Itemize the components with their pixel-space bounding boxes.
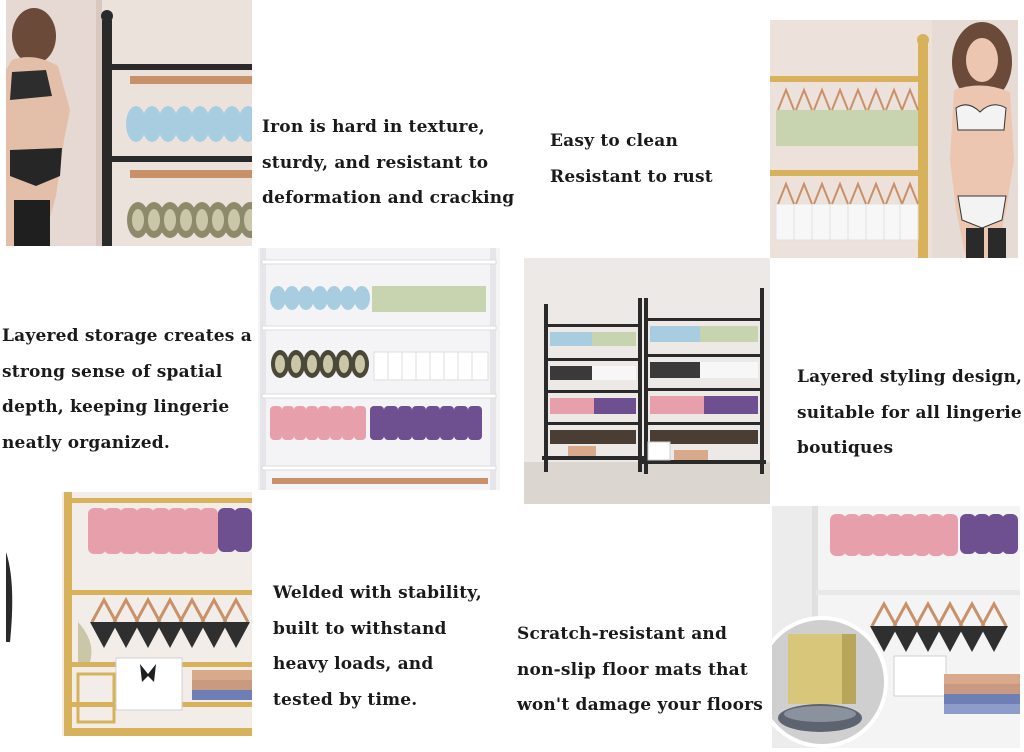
photo-white-rack-four-rows [258,248,500,490]
caption-line: built to withstand [273,618,447,639]
caption-line: Scratch-resistant and [517,624,728,644]
photo-floor-mat-closeup [772,506,1020,748]
caption-line: depth, keeping lingerie [2,397,230,417]
caption-line: Easy to clean [550,131,679,151]
caption-line: sturdy, and resistant to [262,152,489,173]
caption-iron-sturdy: Iron is hard in texture, sturdy, and res… [262,110,514,217]
photo-gold-rack-model [770,20,1018,258]
caption-line: boutiques [797,438,894,458]
caption-line: tested by time. [273,689,418,710]
caption-line: strong sense of spatial [2,361,223,382]
caption-line: Iron is hard in texture, [262,117,485,137]
photo-black-rack-model [6,0,252,246]
caption-line: Layered storage creates a [2,326,252,346]
caption-line: non-slip floor mats that [517,659,748,680]
caption-line: Layered styling design, [797,367,1023,387]
caption-line: Resistant to rust [550,166,713,187]
caption-layered-storage: Layered storage creates a strong sense o… [2,319,252,461]
caption-layered-styling: Layered styling design, suitable for all… [797,360,1022,467]
caption-line: won't damage your floors [517,695,764,715]
photo-double-black-rack [524,258,770,504]
caption-line: suitable for all lingerie [797,402,1022,423]
caption-line: heavy loads, and [273,654,434,674]
caption-scratch-resistant: Scratch-resistant and non-slip floor mat… [517,617,763,724]
caption-line: deformation and cracking [262,188,515,208]
caption-easy-clean: Easy to clean Resistant to rust [550,124,713,195]
caption-welded-stability: Welded with stability, built to withstan… [273,576,482,718]
photo-gold-rack-closeup [6,492,252,736]
caption-line: neatly organized. [2,432,170,453]
caption-line: Welded with stability, [273,583,482,603]
